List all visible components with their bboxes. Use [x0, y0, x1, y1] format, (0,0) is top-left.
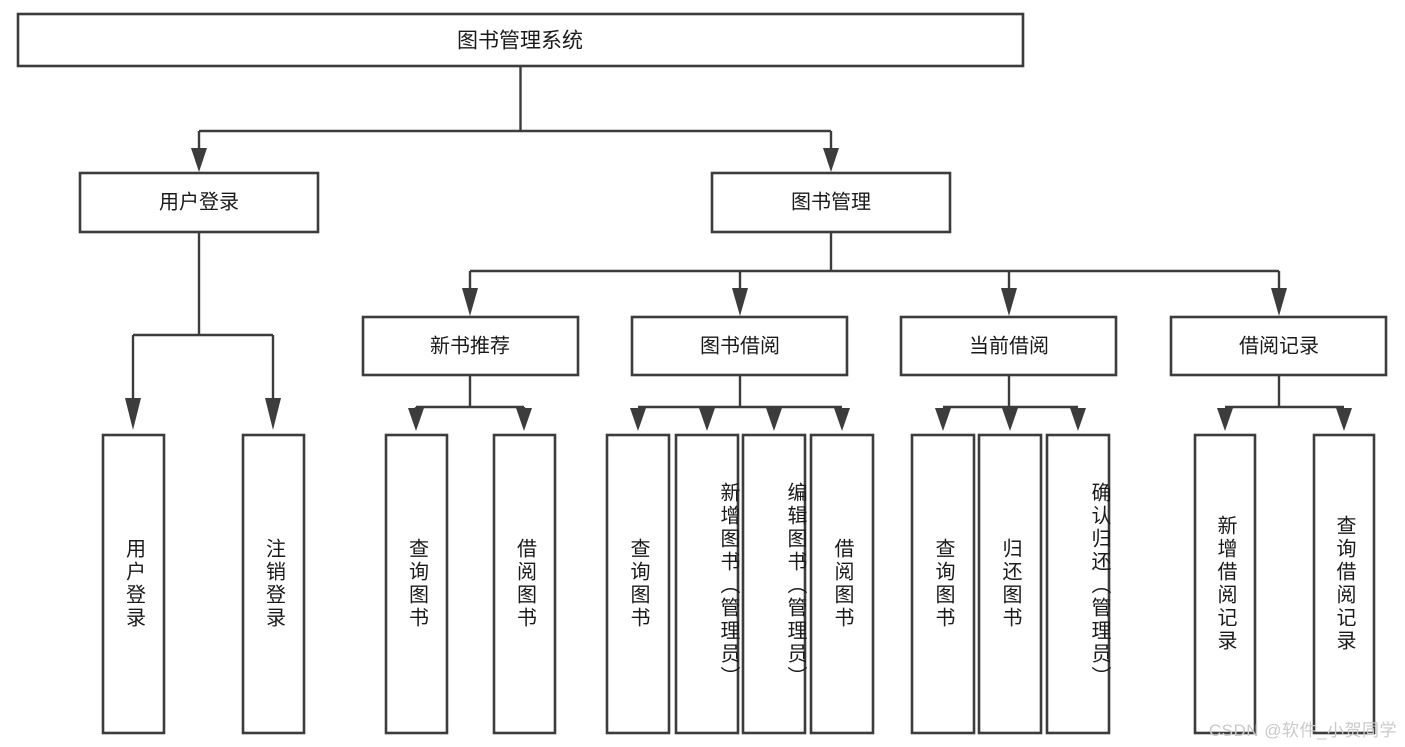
- leaf-box-bookborrow-4[interactable]: [809, 433, 875, 735]
- node-new-book-recommend-box[interactable]: [361, 315, 580, 377]
- node-current-borrow-label: 当前借阅: [969, 334, 1049, 357]
- node-borrow-record-box[interactable]: [1169, 315, 1388, 377]
- arrow-head-borrowrecord-leaf-2: [1336, 408, 1352, 431]
- arrow-head-new-book: [462, 288, 478, 316]
- leaf-box-borrowrecord-1[interactable]: [1193, 433, 1257, 735]
- node-borrow-record[interactable]: 借阅记录: [1169, 315, 1388, 377]
- node-user-login[interactable]: 用户登录: [78, 171, 320, 234]
- arrow-head-borrowrecord-leaf-1: [1217, 408, 1233, 431]
- arrow-head-leaf-user-login-1: [125, 398, 141, 430]
- arrow-head-book-borrow: [732, 288, 748, 316]
- node-root[interactable]: 图书管理系统: [16, 12, 1025, 68]
- arrow-head-user-login: [191, 148, 207, 172]
- node-book-borrow-box[interactable]: [630, 315, 849, 377]
- arrow-head-borrow-record: [1271, 288, 1287, 316]
- leaf-box-bookborrow-3[interactable]: [741, 433, 807, 735]
- node-book-borrow[interactable]: 图书借阅: [630, 315, 849, 377]
- leaf-box-bookborrow-2[interactable]: [674, 433, 740, 735]
- arrow-head-newbook-leaf-2: [516, 408, 532, 431]
- leaf-box-borrowrecord-2[interactable]: [1312, 433, 1376, 735]
- node-user-login-label: 用户登录: [159, 190, 239, 213]
- arrow-head-book-mgmt: [823, 148, 839, 172]
- connectors: [125, 66, 1352, 431]
- arrow-head-currentborrow-leaf-1: [935, 408, 951, 431]
- node-new-book-recommend[interactable]: 新书推荐: [361, 315, 580, 377]
- leaf-box-currentborrow-2[interactable]: [977, 433, 1043, 735]
- leaf-box-user-login-2[interactable]: [241, 433, 306, 735]
- leaf-box-user-login-1[interactable]: [101, 433, 166, 735]
- node-current-borrow[interactable]: 当前借阅: [899, 315, 1118, 377]
- arrow-head-bookborrow-leaf-1: [630, 408, 646, 431]
- node-root-box[interactable]: [16, 12, 1025, 68]
- arrow-head-current-borrow: [1001, 288, 1017, 316]
- leaf-box-bookborrow-1[interactable]: [605, 433, 671, 735]
- node-book-borrow-label: 图书借阅: [700, 334, 780, 357]
- arrow-head-currentborrow-leaf-3: [1070, 408, 1086, 431]
- csdn-watermark: CSDN @软件_小贺同学: [1208, 721, 1397, 740]
- arrow-head-bookborrow-leaf-4: [834, 408, 850, 431]
- node-book-management[interactable]: 图书管理: [710, 171, 952, 234]
- node-user-login-box[interactable]: [78, 171, 320, 234]
- node-root-label: 图书管理系统: [457, 30, 583, 53]
- leaf-box-currentborrow-1[interactable]: [910, 433, 976, 735]
- arrow-head-newbook-leaf-1: [408, 408, 424, 431]
- arrow-head-leaf-user-login-2: [265, 398, 281, 430]
- arrow-head-bookborrow-leaf-2: [699, 408, 715, 431]
- node-current-borrow-box[interactable]: [899, 315, 1118, 377]
- leaf-box-newbook-1[interactable]: [384, 433, 449, 735]
- arrow-head-currentborrow-leaf-2: [1002, 408, 1018, 431]
- leaf-box-currentborrow-3[interactable]: [1045, 433, 1111, 735]
- node-new-book-recommend-label: 新书推荐: [430, 334, 510, 357]
- arrow-head-bookborrow-leaf-3: [766, 408, 782, 431]
- leaf-box-newbook-2[interactable]: [492, 433, 557, 735]
- node-borrow-record-label: 借阅记录: [1239, 334, 1319, 357]
- node-book-management-label: 图书管理: [791, 190, 871, 213]
- node-book-management-box[interactable]: [710, 171, 952, 234]
